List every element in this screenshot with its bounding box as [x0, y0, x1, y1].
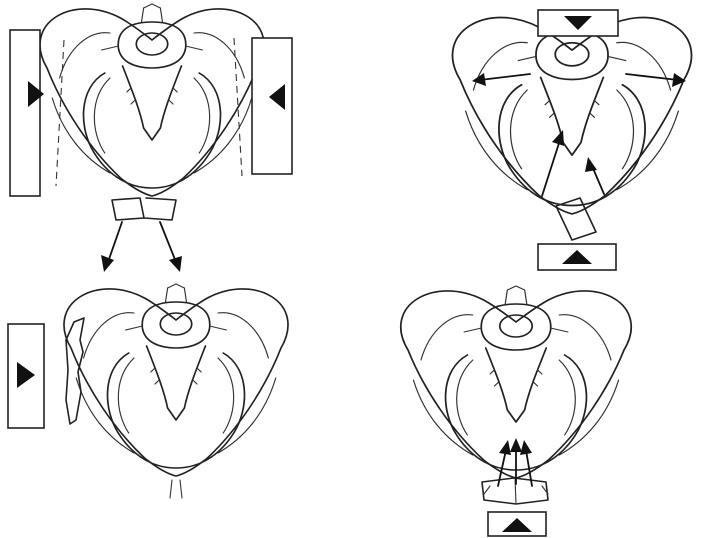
arrow-head [510, 438, 522, 452]
arrow-head [552, 130, 564, 146]
motion-arrow [108, 222, 122, 262]
motion-arrow [542, 140, 560, 196]
pubic-fragment [556, 198, 596, 240]
motion-arrow [160, 222, 176, 262]
arrow-head [672, 73, 686, 87]
motion-arrow [626, 74, 678, 80]
arrow-head [101, 255, 114, 272]
panel-top-right [453, 10, 692, 270]
pubic-symphysis [170, 480, 182, 498]
panel-bottom-left [8, 284, 288, 498]
panel-top-left [10, 4, 292, 272]
arrow-head [499, 440, 511, 455]
arrow-head [169, 256, 182, 272]
pubic-symphysis [112, 198, 176, 220]
arrow-head [585, 157, 597, 172]
panel-bottom-right [401, 286, 631, 536]
compression-pad-right [252, 38, 292, 174]
pelvis-illustration [453, 12, 692, 214]
pelvis-illustration [40, 4, 264, 196]
motion-arrow [480, 74, 530, 80]
compression-pad-left [10, 30, 40, 196]
arrow-head [520, 440, 532, 455]
pelvis-illustration [64, 284, 288, 476]
